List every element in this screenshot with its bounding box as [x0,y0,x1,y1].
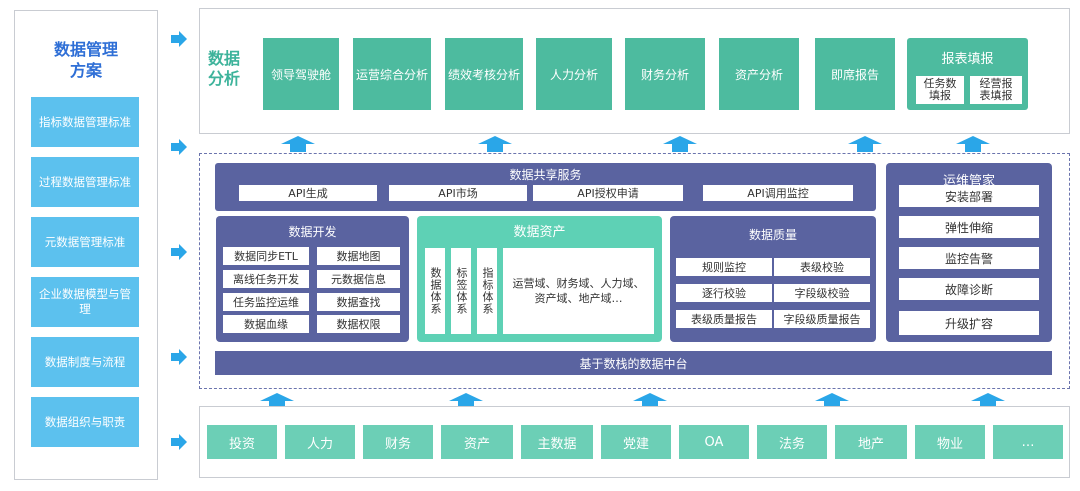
api-item-1: API生成 [239,185,377,201]
ops-item-2: 弹性伸缩 [899,216,1039,238]
dev-item-6: 数据查找 [317,293,400,311]
left-item-6: 数据组织与职责 [31,397,139,447]
asset-vertical-2: 标签体系 [451,248,471,334]
up-arrow-icon [848,136,882,152]
up-arrow-icon [633,393,667,409]
left-panel: 数据管理 方案 指标数据管理标准 过程数据管理标准 元数据管理标准 企业数据模型… [14,10,158,480]
base-platform-bar: 基于数栈的数据中台 [215,351,1052,375]
analysis-label-line1: 数据 [208,49,241,68]
asset-domains: 运营域、财务域、人力域、资产域、地产域… [503,248,654,334]
analysis-item-5: 财务分析 [625,38,705,110]
share-service-title: 数据共享服务 [509,168,582,182]
up-arrow-icon [663,136,697,152]
analysis-item-4: 人力分析 [536,38,612,110]
dev-title: 数据开发 [288,225,337,239]
quality-box: 数据质量 规则监控 表级校验 逐行校验 字段级校验 表级质量报告 字段级质量报告 [670,216,876,342]
source-item-7: OA [679,425,749,459]
up-arrow-icon [815,393,849,409]
report-sub-1: 任务数填报 [916,76,964,104]
source-item-1: 投资 [207,425,277,459]
source-item-9: 地产 [835,425,907,459]
left-item-2: 过程数据管理标准 [31,157,139,207]
right-arrow-icon [171,31,187,47]
asset-box: 数据资产 数据体系 标签体系 指标体系 运营域、财务域、人力域、资产域、地产域… [417,216,662,342]
dev-item-1: 数据同步ETL [223,247,309,265]
sources-panel: 投资 人力 财务 资产 主数据 党建 OA 法务 地产 物业 … [199,406,1070,478]
source-item-8: 法务 [757,425,827,459]
left-item-3: 元数据管理标准 [31,217,139,267]
dev-item-2: 数据地图 [317,247,400,265]
analysis-item-7: 即席报告 [815,38,895,110]
quality-item-1: 规则监控 [676,258,772,276]
analysis-item-2: 运营综合分析 [353,38,431,110]
up-arrow-icon [478,136,512,152]
quality-item-3: 逐行校验 [676,284,772,302]
source-item-10: 物业 [915,425,985,459]
dev-item-7: 数据血缘 [223,315,309,333]
right-arrow-icon [171,349,187,365]
source-item-6: 党建 [601,425,671,459]
ops-item-3: 监控告警 [899,247,1039,269]
right-arrow-icon [171,434,187,450]
up-arrow-icon [971,393,1005,409]
report-sub-2: 经营报表填报 [970,76,1022,104]
analysis-panel: 数据 分析 领导驾驶舱 运营综合分析 绩效考核分析 人力分析 财务分析 资产分析… [199,8,1070,134]
dev-box: 数据开发 数据同步ETL 数据地图 离线任务开发 元数据信息 任务监控运维 数据… [216,216,409,342]
api-item-4: API调用监控 [703,185,853,201]
quality-item-6: 字段级质量报告 [774,310,870,328]
analysis-label-line2: 分析 [208,69,241,88]
up-arrow-icon [260,393,294,409]
up-arrow-icon [956,136,990,152]
quality-item-2: 表级校验 [774,258,870,276]
report-fill-title: 报表填报 [941,52,994,67]
right-arrow-icon [171,139,187,155]
source-item-3: 财务 [363,425,433,459]
source-item-5: 主数据 [521,425,593,459]
source-item-2: 人力 [285,425,355,459]
analysis-item-3: 绩效考核分析 [445,38,523,110]
asset-title: 数据资产 [513,225,566,240]
ops-item-5: 升级扩容 [899,311,1039,335]
analysis-item-6: 资产分析 [719,38,799,110]
left-item-4: 企业数据模型与管理 [31,277,139,327]
dev-item-8: 数据权限 [317,315,400,333]
left-item-1: 指标数据管理标准 [31,97,139,147]
analysis-item-1: 领导驾驶舱 [263,38,339,110]
analysis-label: 数据 分析 [208,49,240,89]
up-arrow-icon [449,393,483,409]
api-item-2: API市场 [389,185,527,201]
up-arrow-icon [281,136,315,152]
left-title-line1: 数据管理 [53,40,118,59]
ops-item-1: 安装部署 [899,185,1039,207]
left-title: 数据管理 方案 [15,39,157,81]
dev-item-3: 离线任务开发 [223,270,309,288]
dev-item-4: 元数据信息 [317,270,400,288]
quality-title: 数据质量 [748,228,797,242]
share-service-bar: 数据共享服务 API生成 API市场 API授权申请 API调用监控 [215,163,876,211]
source-item-4: 资产 [441,425,513,459]
quality-item-5: 表级质量报告 [676,310,772,328]
right-arrow-icon [171,244,187,260]
source-item-11: … [993,425,1063,459]
asset-vertical-3: 指标体系 [477,248,497,334]
dev-item-5: 任务监控运维 [223,293,309,311]
platform-frame [199,153,1070,389]
ops-box: 运维管家 安装部署 弹性伸缩 监控告警 故障诊断 升级扩容 [886,163,1052,342]
left-title-line2: 方案 [69,61,102,80]
report-fill-box: 报表填报 任务数填报 经营报表填报 [907,38,1028,110]
api-item-3: API授权申请 [533,185,683,201]
quality-item-4: 字段级校验 [774,284,870,302]
asset-vertical-1: 数据体系 [425,248,445,334]
left-item-5: 数据制度与流程 [31,337,139,387]
ops-item-4: 故障诊断 [899,278,1039,300]
